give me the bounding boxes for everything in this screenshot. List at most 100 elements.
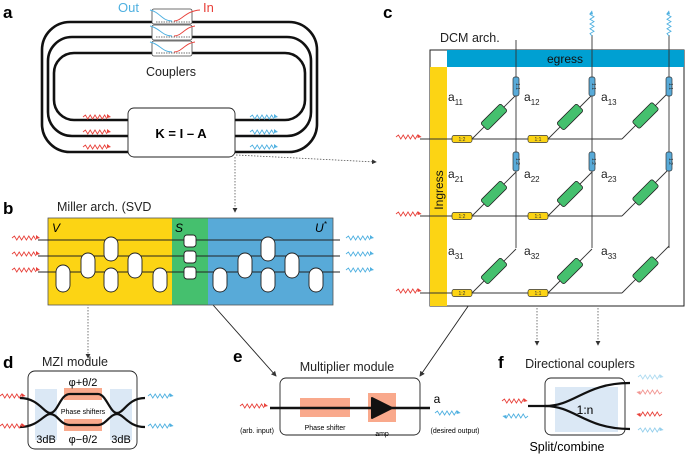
arrowhead-icon [36, 235, 40, 239]
wave-path [640, 389, 663, 395]
arrowhead-icon [502, 415, 507, 419]
phase-shifters-label: Phase shifters [61, 409, 106, 416]
wavy-signal-icon [395, 288, 422, 294]
weight-label-11: a11 [448, 90, 464, 107]
u-label: U* [315, 220, 328, 235]
arrowhead-icon [21, 393, 26, 397]
mzi-oval [260, 267, 276, 293]
weight-label-13: a13 [601, 90, 617, 107]
egress-label: egress [547, 52, 583, 66]
out-label: Out [118, 0, 139, 15]
wavy-signal-icon [249, 144, 278, 150]
weight-label-23: a23 [601, 167, 617, 184]
arrowhead-icon [274, 144, 278, 148]
panel-label-d: d [3, 353, 13, 372]
wavy-signal-icon [11, 251, 40, 257]
wavy-signal-icon [239, 403, 268, 409]
wave-path [395, 211, 418, 217]
mzi-oval [260, 236, 276, 262]
dcm-title: DCM arch. [440, 31, 500, 45]
wavy-signal-icon [82, 114, 111, 120]
wavy-signal-icon [636, 411, 663, 417]
mzi-oval [212, 267, 228, 293]
wave-path [640, 411, 663, 417]
split-combine-label: Split/combine [529, 440, 604, 454]
panel-label-a: a [3, 3, 13, 22]
row-coupler-ratio: 1:2 [459, 291, 466, 297]
arrowhead-icon [636, 391, 641, 395]
wave-path [0, 423, 22, 429]
weight-element-12 [556, 103, 584, 131]
mzi-oval [127, 252, 143, 279]
arrowhead-icon [264, 403, 268, 407]
miller-box [47, 217, 334, 306]
arrowhead-icon [659, 427, 664, 431]
wave-path [11, 251, 37, 257]
weight-label-12: a12 [524, 90, 540, 107]
wave-path [239, 403, 265, 409]
wavy-signal-icon [636, 389, 663, 395]
row-coupler [527, 135, 549, 143]
in-label: In [203, 0, 214, 15]
arrowhead-icon [274, 114, 278, 118]
weight-element-23 [632, 179, 659, 206]
wave-path [249, 114, 275, 120]
amp-label: amp [375, 431, 389, 438]
wavy-signal-icon [345, 251, 374, 257]
left-3db-label: 3dB [36, 434, 56, 446]
wavy-signal-icon [434, 410, 461, 416]
wavy-signal-icon [82, 144, 111, 150]
column-coupler-ratio: 1:2 [590, 158, 596, 165]
row-coupler-ratio: 1:2 [459, 137, 466, 143]
arrowhead-icon [659, 374, 664, 378]
row-coupler [527, 212, 549, 220]
row-coupler-ratio: 1:1 [535, 214, 542, 220]
coupler-box [151, 40, 193, 57]
panel-label-b: b [3, 199, 13, 218]
wave-path [434, 410, 457, 416]
wavy-signal-icon [249, 114, 278, 120]
weight-element-22 [556, 180, 584, 208]
column-coupler-ratio: 1:1 [514, 83, 520, 90]
row-coupler-ratio: 1:1 [535, 137, 542, 143]
wave-path [147, 423, 170, 429]
input-coupling-path [173, 25, 196, 37]
wavy-signal-icon [501, 398, 528, 404]
wave-path [395, 288, 418, 294]
wavy-signal-icon [502, 413, 529, 419]
wave-path [249, 144, 275, 150]
multiplier-title: Multiplier module [300, 360, 395, 374]
row-coupler-ratio: 1:1 [535, 291, 542, 297]
wavy-signal-icon [395, 211, 422, 217]
column-coupler-ratio: 1:1 [667, 83, 673, 90]
wavy-signal-icon [637, 427, 664, 433]
mzi-mesh [55, 234, 324, 293]
column-coupler-ratio: 1:1 [590, 83, 596, 90]
v-label: V [52, 221, 61, 235]
wave-path [82, 129, 108, 135]
output-coupling-path [149, 41, 173, 53]
panel-label-e: e [233, 347, 242, 366]
wavy-signal-icon [0, 393, 26, 399]
arrowhead-icon [36, 267, 40, 271]
wave-path [501, 398, 524, 404]
panel-label-f: f [498, 353, 504, 372]
wave-path [147, 393, 170, 399]
splitter-branch-bottom [544, 404, 631, 431]
right-3db-label: 3dB [111, 434, 131, 446]
output-label: (desired output) [430, 428, 479, 435]
column-coupler-ratio: 1:2 [514, 158, 520, 165]
wave-path [11, 235, 37, 241]
arrowhead-icon [417, 288, 422, 292]
singular-value-element [183, 266, 197, 280]
phase-top-label: φ+θ/2 [69, 377, 98, 389]
wavy-signal-icon [249, 129, 278, 135]
miller-title: Miller arch. (SVD [57, 200, 151, 214]
wavy-signal-icon [395, 134, 422, 140]
kernel-box [127, 107, 236, 158]
arrowhead-icon [589, 10, 593, 15]
column-coupler [512, 151, 520, 172]
